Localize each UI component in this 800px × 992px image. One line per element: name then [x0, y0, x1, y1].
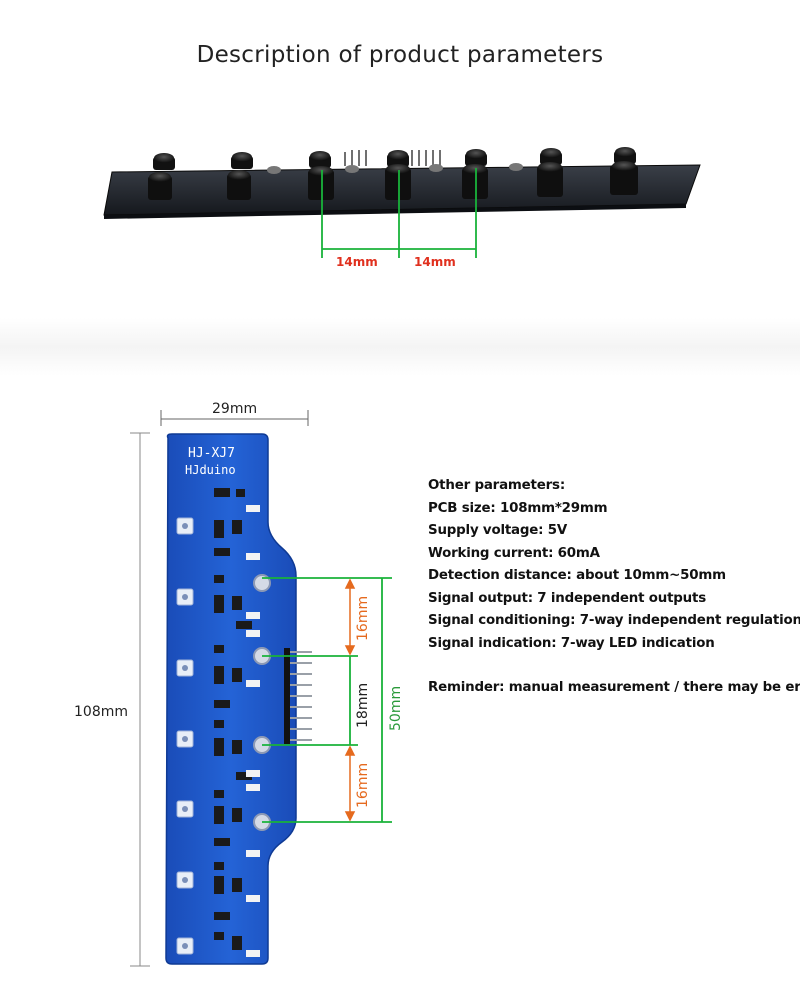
page-title: Description of product parameters — [196, 42, 604, 68]
param-detection-distance: Detection distance: about 10mm~50mm — [428, 568, 726, 583]
pcb-board: HJ-XJ7 HJduino — [165, 433, 312, 965]
spacing-label-1: 14mm — [336, 255, 378, 269]
param-signal-conditioning: Signal conditioning: 7-way independent r… — [428, 613, 800, 628]
gap-arrows — [344, 578, 356, 822]
sensor-pair-7 — [610, 147, 638, 195]
gap-bottom-label: 16mm — [355, 763, 371, 808]
width-label: 29mm — [212, 401, 257, 417]
param-pcb-size: PCB size: 108mm*29mm — [428, 500, 608, 516]
spacing-dimension — [321, 168, 477, 258]
sensor-pair-6 — [537, 148, 563, 197]
param-supply-voltage: Supply voltage: 5V — [428, 523, 568, 538]
length-dimension — [130, 432, 150, 967]
sensor-pair-3 — [308, 151, 334, 200]
total-span-label: 50mm — [388, 686, 404, 731]
param-working-current: Working current: 60mA — [428, 545, 600, 561]
param-signal-indication: Signal indication: 7-way LED indication — [428, 635, 715, 651]
params-heading: Other parameters: — [428, 478, 565, 493]
param-reminder: Reminder: manual measurement / there may… — [428, 680, 800, 695]
sensor-pair-4 — [385, 150, 411, 200]
length-label: 108mm — [74, 704, 128, 720]
smd-components — [214, 488, 252, 950]
side-view-board — [103, 147, 701, 219]
param-signal-output: Signal output: 7 independent outputs — [428, 590, 706, 606]
gap-middle-label: 18mm — [355, 683, 371, 728]
header-pins — [284, 648, 312, 744]
spacing-label-2: 14mm — [414, 255, 456, 269]
width-dimension — [160, 410, 309, 426]
sensor-pair-5 — [462, 149, 488, 199]
sensor-pair-1 — [148, 153, 175, 200]
parameters-list: Other parameters: PCB size: 108mm*29mm S… — [428, 475, 800, 700]
divider-band — [0, 318, 800, 376]
board-model: HJ-XJ7 — [188, 446, 235, 461]
hole-reference-lines — [262, 577, 392, 823]
gap-top-label: 16mm — [355, 596, 371, 641]
sensor-pair-2 — [227, 152, 253, 200]
board-brand: HJduino — [185, 463, 236, 477]
